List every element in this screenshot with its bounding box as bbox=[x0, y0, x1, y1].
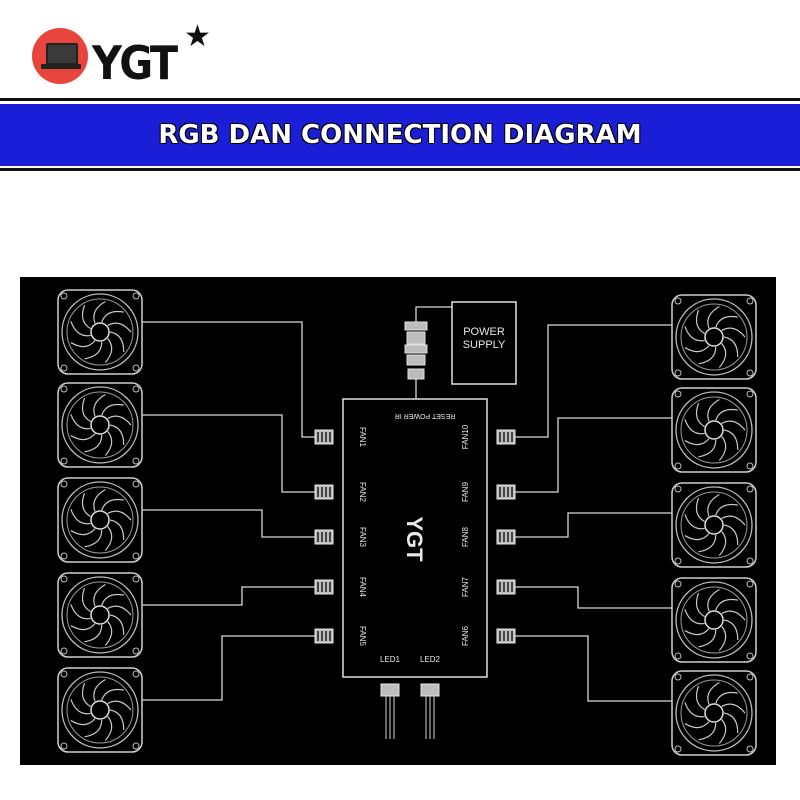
fan-left-5 bbox=[57, 667, 143, 753]
fan-right-8 bbox=[671, 482, 757, 568]
port-label-fan5: FAN5 bbox=[358, 626, 367, 647]
port-fan2 bbox=[314, 484, 334, 500]
port-label-fan2: FAN2 bbox=[358, 482, 367, 503]
port-label-fan1: FAN1 bbox=[358, 427, 367, 448]
port-fan3 bbox=[314, 529, 334, 545]
power-connector bbox=[404, 321, 428, 380]
port-fan6 bbox=[496, 628, 516, 644]
port-fan9 bbox=[496, 484, 516, 500]
banner-title: RGB DAN CONNECTION DIAGRAM bbox=[158, 120, 642, 150]
fan-right-6 bbox=[671, 670, 757, 756]
header-rule-top bbox=[0, 98, 800, 101]
fan-right-7 bbox=[671, 577, 757, 663]
led-label-led2: LED2 bbox=[420, 655, 441, 664]
power-supply-box bbox=[451, 301, 517, 385]
fan-left-3 bbox=[57, 477, 143, 563]
led-connector-1 bbox=[380, 683, 400, 739]
port-label-fan7: FAN7 bbox=[461, 576, 470, 597]
header-rule-bottom bbox=[0, 168, 800, 171]
port-label-fan8: FAN8 bbox=[461, 526, 470, 547]
led-label-led1: LED1 bbox=[380, 655, 401, 664]
port-fan7 bbox=[496, 579, 516, 595]
port-fan10 bbox=[496, 429, 516, 445]
port-fan5 bbox=[314, 628, 334, 644]
fan-left-1 bbox=[57, 289, 143, 375]
port-label-fan6: FAN6 bbox=[461, 625, 470, 646]
fan-right-9 bbox=[671, 387, 757, 473]
fan-left-2 bbox=[57, 382, 143, 468]
brand-name: YGT bbox=[92, 36, 178, 90]
port-label-fan3: FAN3 bbox=[358, 527, 367, 548]
star-icon: ★ bbox=[184, 20, 211, 53]
led-connector-2 bbox=[420, 683, 440, 739]
port-label-fan9: FAN9 bbox=[461, 481, 470, 502]
power-supply-label-1: POWER bbox=[463, 326, 505, 338]
diagram-canvas: POWER SUPPLY RESET POWER IR YGT FAN1FAN2… bbox=[57, 289, 757, 756]
power-supply-label-2: SUPPLY bbox=[463, 339, 506, 351]
port-fan8 bbox=[496, 529, 516, 545]
laptop-icon bbox=[32, 28, 88, 84]
port-fan4 bbox=[314, 579, 334, 595]
title-banner: RGB DAN CONNECTION DIAGRAM bbox=[0, 104, 800, 166]
fan-right-10 bbox=[671, 294, 757, 380]
hub-logo: YGT bbox=[402, 516, 427, 562]
port-label-fan10: FAN10 bbox=[461, 424, 470, 449]
fan-left-4 bbox=[57, 572, 143, 658]
port-label-fan4: FAN4 bbox=[358, 577, 367, 598]
hub-controller bbox=[342, 398, 488, 678]
port-fan1 bbox=[314, 429, 334, 445]
hub-top-label: RESET POWER IR bbox=[395, 412, 456, 419]
brand-logo: YGT ★ bbox=[28, 22, 228, 86]
